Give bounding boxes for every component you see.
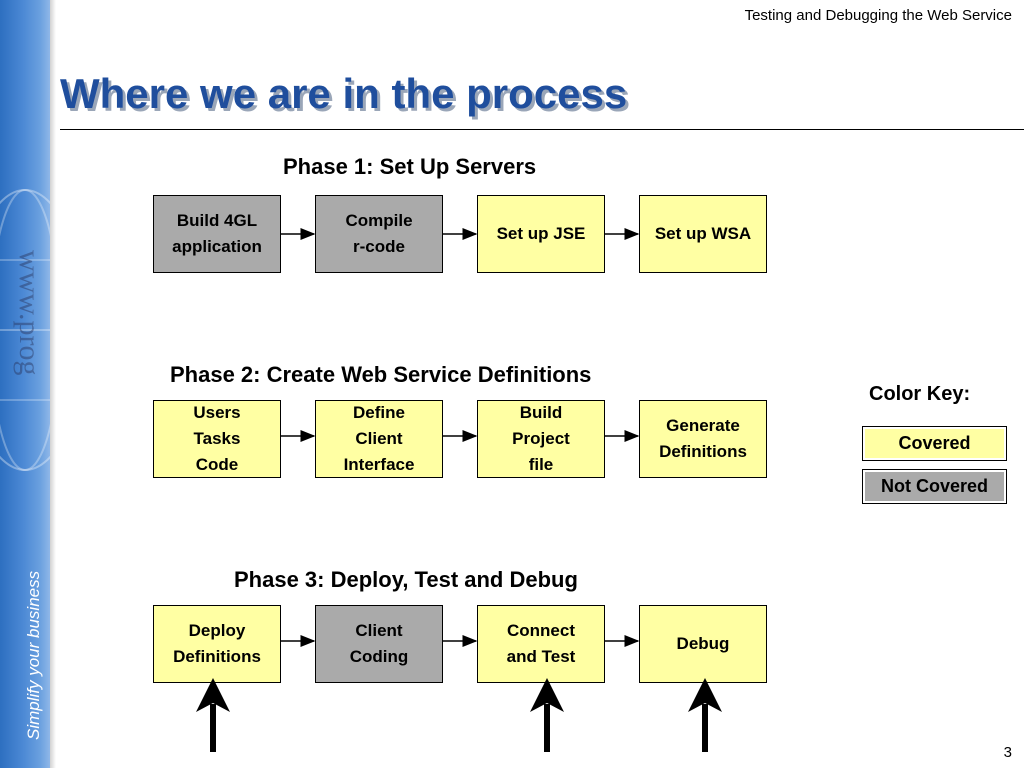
step-label: Users Tasks Code [193, 403, 241, 474]
step-label: Connect and Test [506, 621, 576, 666]
step-label: Deploy Definitions [173, 621, 261, 666]
step-label: Generate Definitions [659, 416, 747, 461]
step-build-project-file: Build Project file [477, 400, 605, 478]
step-debug: Debug [639, 605, 767, 683]
up-arrow-shaft [702, 704, 708, 752]
step-label: Define Client Interface [343, 403, 415, 474]
step-set-up-wsa: Set up WSA [639, 195, 767, 273]
slide-header: Testing and Debugging the Web Service [744, 7, 1012, 24]
up-arrow-head [688, 678, 722, 712]
color-key-not-covered: Not Covered [862, 469, 1007, 504]
step-generate-definitions: Generate Definitions [639, 400, 767, 478]
phase-3-title: Phase 3: Deploy, Test and Debug [234, 567, 578, 592]
svg-text:www.prog: www.prog [13, 250, 46, 376]
step-client-coding: Client Coding [315, 605, 443, 683]
page-number: 3 [1003, 744, 1012, 761]
color-key-title: Color Key: [869, 383, 971, 405]
sidebar-tagline: Simplify your business [24, 570, 43, 740]
up-arrow-shaft [210, 704, 216, 752]
step-label: Set up JSE [496, 224, 586, 243]
step-label: Build Project file [512, 403, 570, 474]
step-label: Compile r-code [345, 211, 413, 256]
phase-2-title: Phase 2: Create Web Service Definitions [170, 362, 592, 387]
up-arrow-shaft [544, 704, 550, 752]
step-label: Build 4GL application [172, 211, 262, 256]
step-connect-and-test: Connect and Test [477, 605, 605, 683]
color-key-covered: Covered [862, 426, 1007, 461]
slide-title: Where we are in the process [60, 70, 628, 117]
step-users-tasks-code: Users Tasks Code [153, 400, 281, 478]
up-arrow-head [530, 678, 564, 712]
step-compile-r-code: Compile r-code [315, 195, 443, 273]
globe-watermark-icon: www.prog [0, 189, 50, 471]
step-define-client-interface: Define Client Interface [315, 400, 443, 478]
sidebar-band: www.prog Simplify your business [0, 0, 50, 768]
sidebar-shadow [50, 0, 56, 768]
step-label: Client Coding [349, 621, 409, 666]
step-build-4gl-application: Build 4GL application [153, 195, 281, 273]
step-label: Set up WSA [654, 224, 752, 243]
step-label: Debug [676, 634, 730, 653]
step-deploy-definitions: Deploy Definitions [153, 605, 281, 683]
title-divider [60, 129, 1024, 130]
phase-1-title: Phase 1: Set Up Servers [283, 154, 537, 179]
step-set-up-jse: Set up JSE [477, 195, 605, 273]
up-arrow-head [196, 678, 230, 712]
